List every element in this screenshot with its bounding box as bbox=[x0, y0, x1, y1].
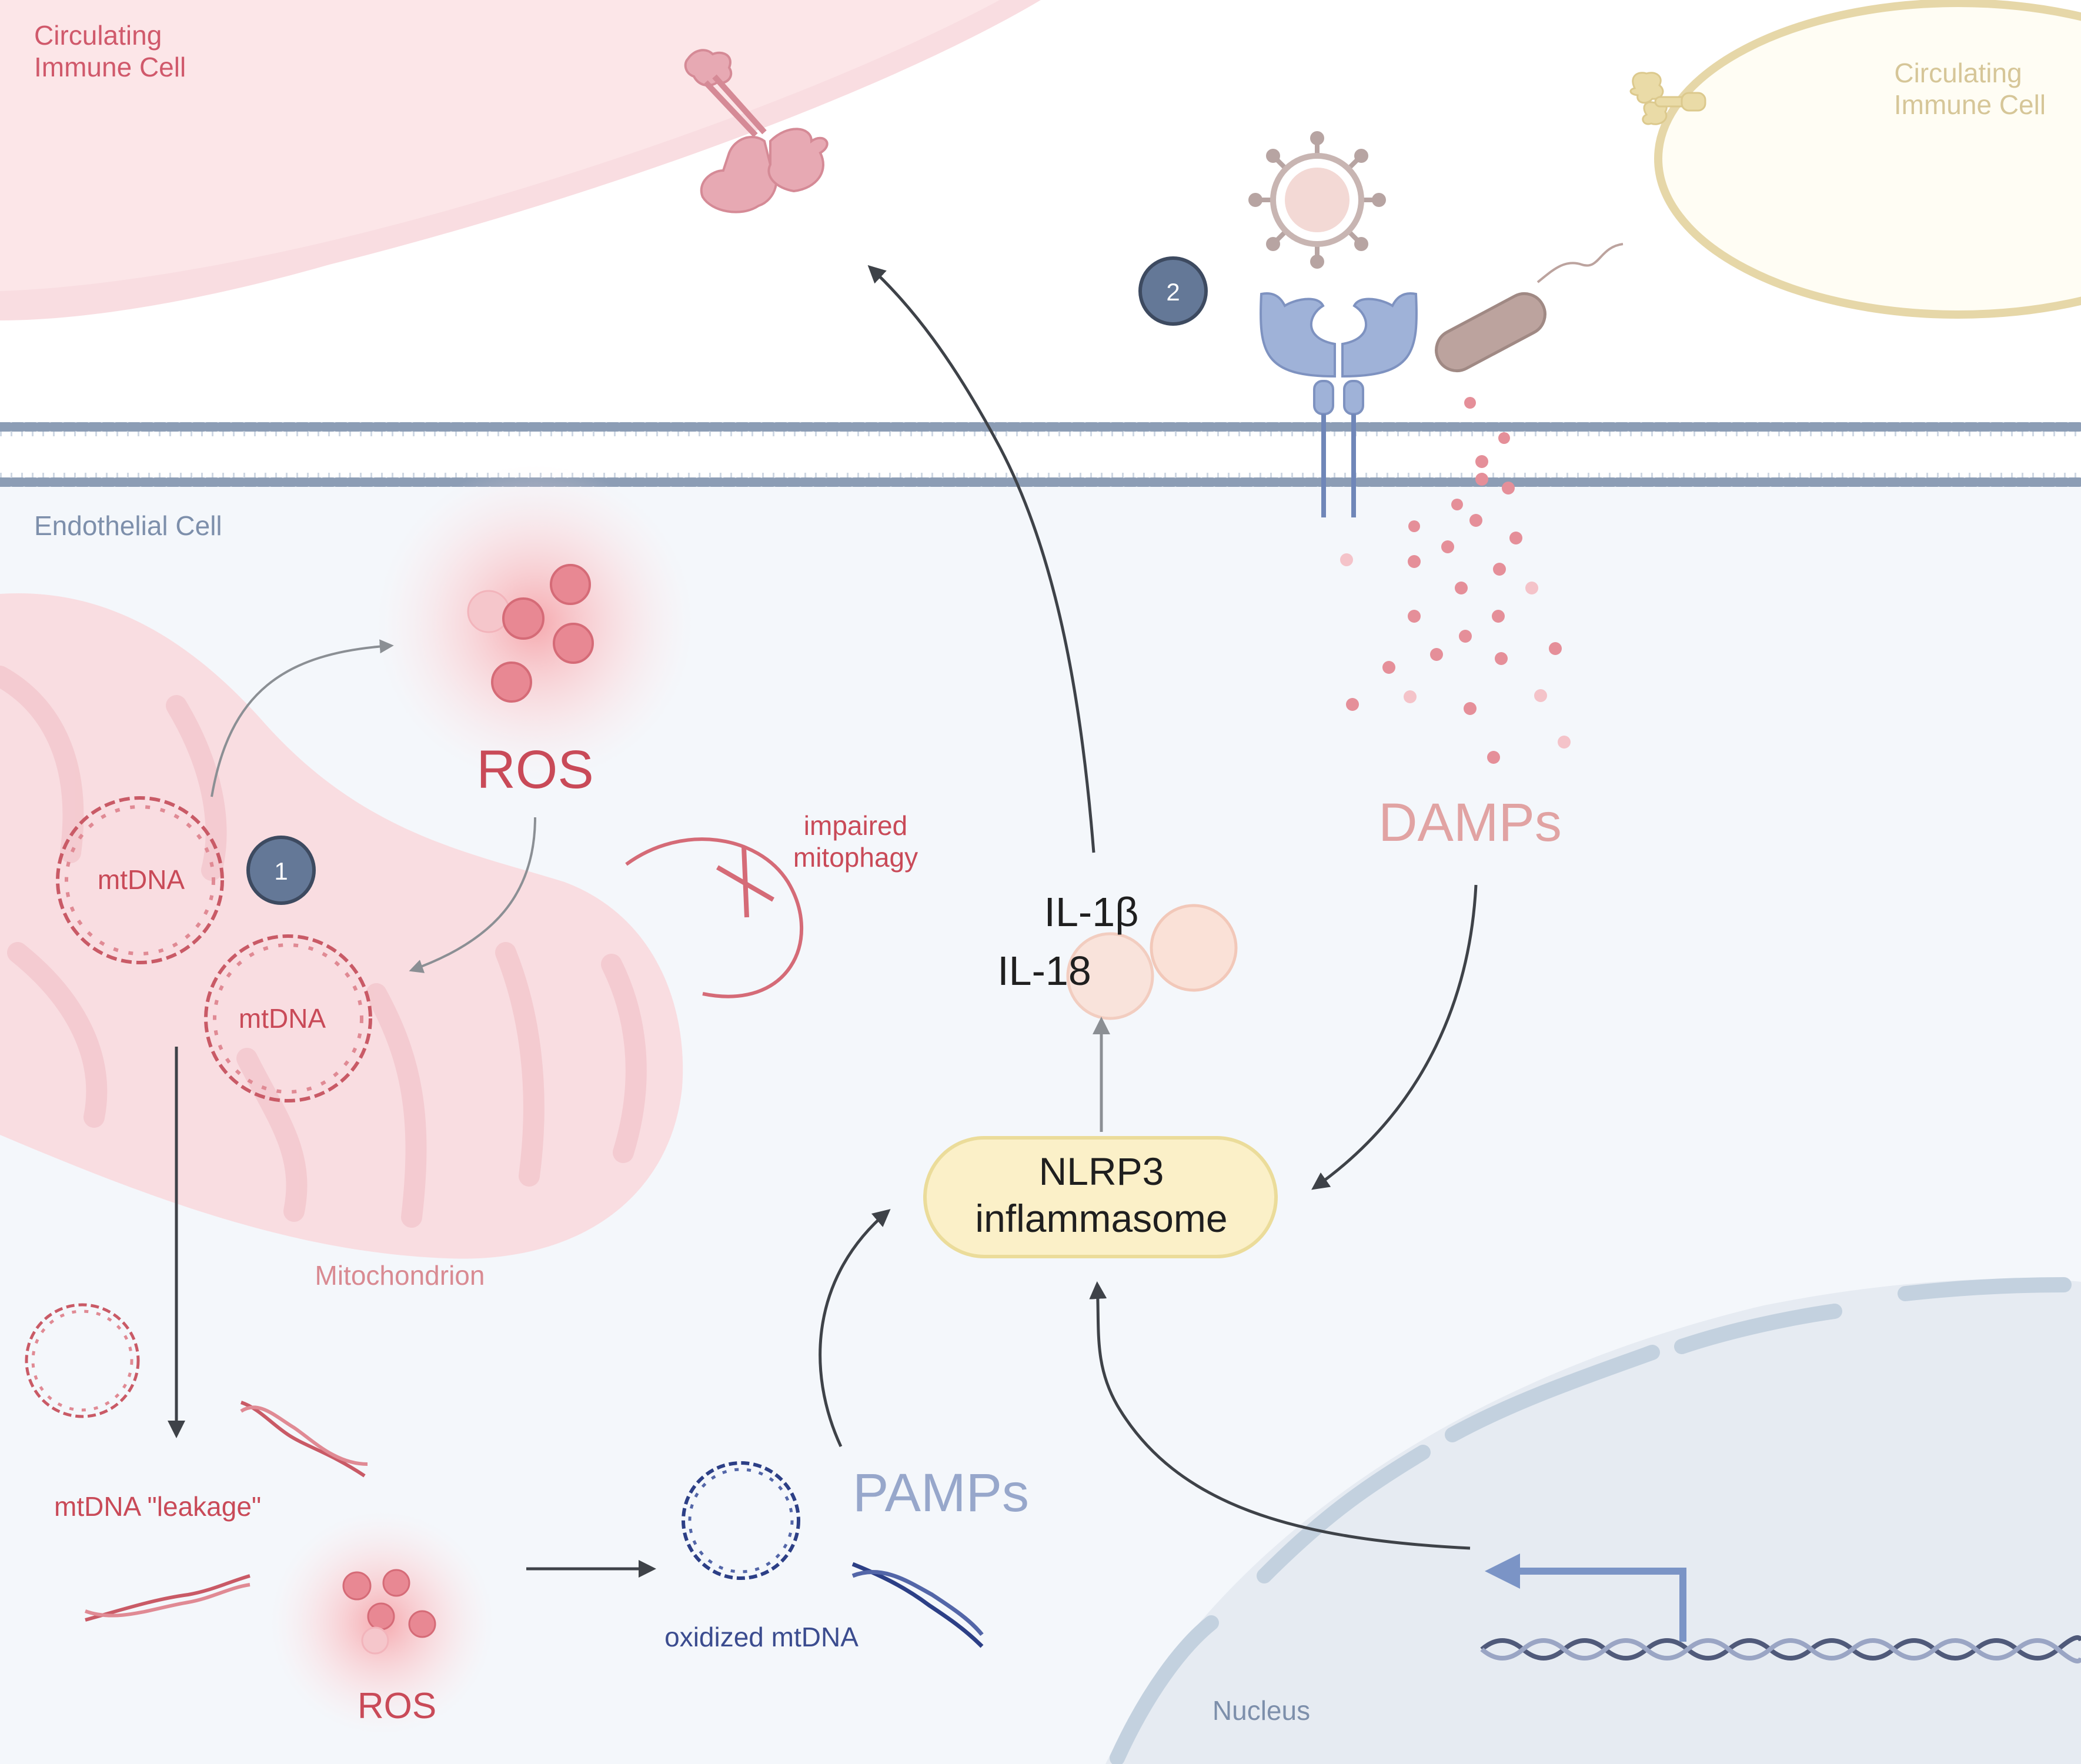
label-oxidized-mtdna: oxidized mtDNA bbox=[664, 1622, 859, 1652]
label-il1b: IL-1β bbox=[1044, 889, 1139, 935]
immune-cell-left-inner bbox=[0, 0, 1000, 291]
virus-icon bbox=[1248, 131, 1386, 269]
mtdna-ring-1 bbox=[56, 796, 224, 964]
label-impaired-line1: impaired bbox=[804, 810, 907, 841]
label-damps: DAMPs bbox=[1378, 793, 1562, 853]
label-il18: IL-18 bbox=[997, 948, 1091, 994]
label-endothelial-cell: Endothelial Cell bbox=[34, 510, 222, 541]
label-impaired-line2: mitophagy bbox=[793, 842, 918, 873]
svg-text:1: 1 bbox=[274, 857, 288, 885]
mitochondrion bbox=[0, 593, 683, 1259]
impaired-mitophagy-symbol bbox=[625, 837, 804, 998]
transcription-arrow bbox=[1485, 1553, 1686, 1642]
label-pamps: PAMPs bbox=[853, 1463, 1029, 1523]
arrow-damps-to-nlrp3 bbox=[1311, 884, 1478, 1190]
label-nucleus: Nucleus bbox=[1212, 1695, 1310, 1726]
label-immune-cell-right-line2: Immune Cell bbox=[1894, 89, 2046, 120]
label-mitochondrion: Mitochondrion bbox=[315, 1260, 485, 1291]
damps-particles-light bbox=[1340, 553, 1571, 749]
mtdna-ring-leaked bbox=[25, 1303, 140, 1418]
immune-receptor-left bbox=[684, 49, 829, 213]
label-ros-bottom: ROS bbox=[358, 1686, 436, 1726]
ros-cluster-bottom bbox=[270, 1511, 494, 1735]
badge-1: 1 bbox=[246, 836, 316, 905]
mitochondrion-cristae bbox=[0, 666, 647, 1228]
nlrp3-inflammasome bbox=[923, 1136, 1278, 1258]
arrow-il-secretion bbox=[867, 265, 1095, 853]
nuclear-dna-helix bbox=[1480, 1635, 2081, 1663]
label-immune-cell-left-line2: Immune Cell bbox=[34, 52, 186, 82]
damps-particles bbox=[1346, 397, 1562, 764]
label-mtdna-1: mtDNA bbox=[98, 864, 185, 895]
arrows bbox=[168, 265, 1478, 1578]
label-mtdna-2: mtDNA bbox=[239, 1003, 326, 1034]
mtdna-fragment-1 bbox=[240, 1401, 368, 1478]
svg-text:2: 2 bbox=[1166, 278, 1180, 306]
immune-receptor-right bbox=[1629, 72, 1706, 125]
arrow-mito-to-ros bbox=[211, 639, 394, 797]
mtdna-ring-2 bbox=[204, 934, 372, 1102]
arrow-pamps-to-nlrp3 bbox=[819, 1209, 891, 1448]
label-ros-top: ROS bbox=[476, 740, 593, 800]
label-nlrp3-line1: NLRP3 bbox=[1039, 1150, 1164, 1193]
label-immune-cell-left-line1: Circulating bbox=[34, 20, 162, 51]
arrow-ros-to-mtdna bbox=[409, 817, 536, 973]
label-nlrp3-line2: inflammasome bbox=[975, 1197, 1227, 1240]
arrow-nucleus-to-nlrp3 bbox=[1089, 1281, 1471, 1550]
oxidized-mtdna-ring bbox=[682, 1461, 800, 1580]
mtdna-fragment-2 bbox=[84, 1574, 250, 1622]
membrane-receptor bbox=[1260, 292, 1418, 517]
badge-2: 2 bbox=[1138, 256, 1208, 326]
ros-cluster-top bbox=[376, 465, 694, 782]
oxidized-dna-fragment bbox=[851, 1562, 984, 1648]
bacterium-icon bbox=[1435, 243, 1624, 373]
plasma-membrane bbox=[0, 422, 2081, 487]
label-mtdna-leakage: mtDNA "leakage" bbox=[54, 1491, 261, 1522]
nuclear-envelope bbox=[1110, 1277, 2072, 1764]
cytokine-vesicles bbox=[1066, 904, 1238, 1020]
label-immune-cell-right-line1: Circulating bbox=[1894, 58, 2022, 88]
immune-cell-right bbox=[1654, 0, 2081, 319]
